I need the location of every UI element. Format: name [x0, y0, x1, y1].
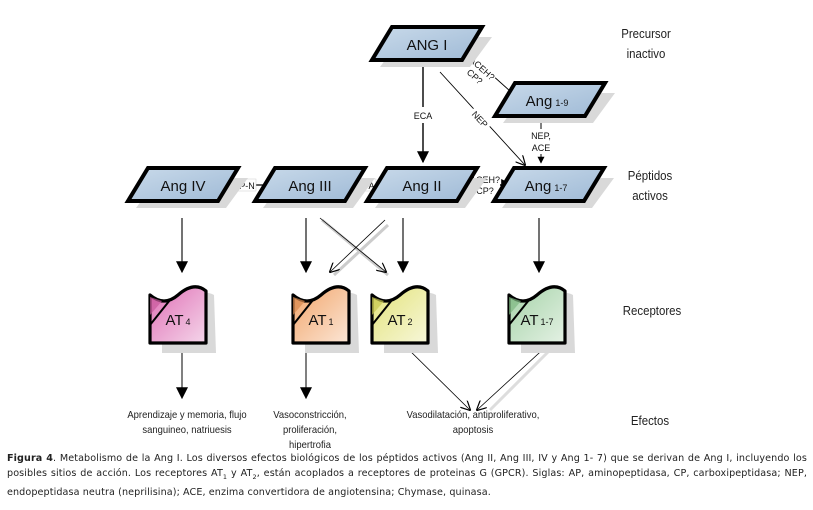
- stage-active: Péptidos activos: [615, 166, 685, 206]
- effect-at2-at17: Vasodilatación, antiproliferativo, apopt…: [406, 408, 541, 438]
- stage-active-line2: activos: [632, 188, 668, 203]
- enzyme-eca: ECA: [414, 111, 433, 121]
- edge-ang2-at1: [330, 219, 386, 272]
- effect-at2-line1: Vasodilatación, antiproliferativo,: [406, 409, 540, 421]
- figure-caption: Figura 4. Metabolismo de la Ang I. Los d…: [7, 451, 807, 500]
- effect-at1-line2: hipertrofia: [288, 439, 332, 451]
- enzyme-cp-2: CP?: [476, 186, 494, 196]
- angiotensin-diagram: ECA ACEH? CP? NEP NEP, ACE ACEH? CP? AP-…: [124, 25, 615, 440]
- effect-at4-line2: sanguineo, natriuesis: [142, 424, 232, 436]
- svg-text:AT2: AT2: [387, 312, 412, 329]
- edge-at2-effect: [401, 342, 470, 410]
- edge-ang3-at2: [319, 217, 386, 272]
- stage-effects: Efectos: [630, 413, 670, 428]
- svg-text:AT1: AT1: [308, 312, 333, 329]
- peptide-ang3: Ang III: [251, 166, 375, 208]
- stage-receptors: Receptores: [622, 303, 682, 318]
- effect-at1: Vasoconstricción, proliferación, hipertr…: [247, 408, 373, 453]
- effect-at2-line2: apoptosis: [452, 424, 494, 436]
- caption-figure-number: Figura 4: [7, 453, 54, 464]
- svg-text:Ang IV: Ang IV: [160, 178, 205, 195]
- stage-precursor: Precursor inactivo: [611, 24, 681, 64]
- enzyme-labels: ECA ACEH? CP? NEP NEP, ACE ACEH? CP? AP-…: [231, 52, 552, 197]
- caption-text-3: , están acoplados a receptores de protei…: [7, 468, 807, 498]
- enzyme-nep-ace-1: NEP,: [531, 131, 551, 141]
- peptide-ang4: Ang IV: [124, 166, 248, 208]
- svg-text:ANG I: ANG I: [407, 37, 448, 54]
- caption-text-1: . Metabolismo de la Ang I. Los diversos …: [7, 453, 807, 479]
- stage-precursor-line1: Precursor: [621, 26, 671, 41]
- edges: [176, 47, 552, 410]
- peptide-ang1: ANG I: [368, 25, 492, 67]
- enzyme-ap-n: AP-N: [233, 181, 255, 191]
- stage-precursor-line2: inactivo: [626, 46, 666, 61]
- effect-at4-line1: Aprendizaje y memoria, flujo: [127, 409, 247, 421]
- svg-text:Ang II: Ang II: [402, 178, 441, 195]
- caption-text-2: y AT: [227, 468, 253, 479]
- caption-sub-2: 2: [252, 472, 257, 481]
- svg-text:AT1-7: AT1-7: [520, 312, 553, 329]
- caption-sub-1: 1: [222, 472, 228, 481]
- svg-text:AT4: AT4: [165, 312, 190, 329]
- stage-active-line1: Péptidos: [627, 168, 673, 183]
- effect-at1-line1: Vasoconstricción, proliferación,: [273, 409, 347, 436]
- enzyme-nep-ace-2: ACE: [532, 143, 551, 153]
- effect-at4: Aprendizaje y memoria, flujo sanguineo, …: [120, 408, 255, 438]
- svg-text:Ang III: Ang III: [288, 178, 331, 195]
- peptide-ang2: Ang II: [363, 166, 487, 208]
- edge-at17-effect: [477, 342, 551, 410]
